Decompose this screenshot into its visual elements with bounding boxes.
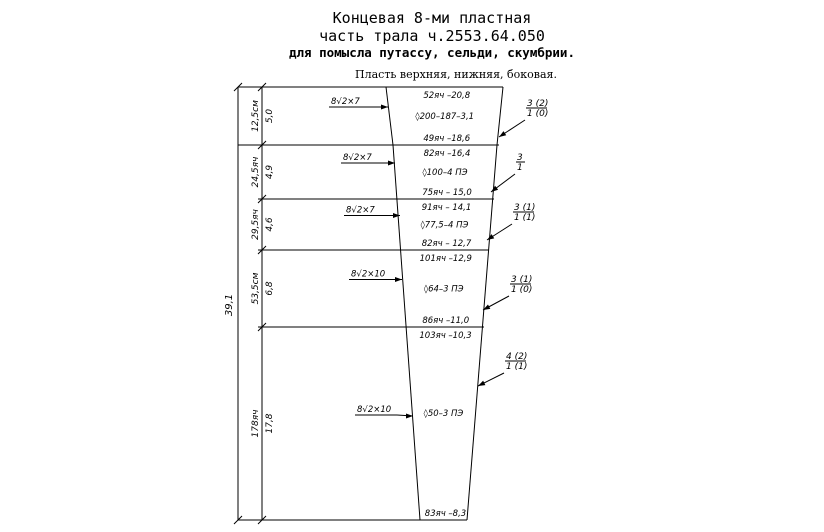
seam-arrow (381, 104, 388, 110)
section-meters-label: 4,9 (265, 165, 275, 180)
cut-fraction-numerator: 3 (1) (511, 275, 532, 285)
cut-fraction-numerator: 4 (2) (506, 352, 527, 362)
cut-fraction-numerator: 3 (1) (514, 203, 535, 213)
dim-tick (233, 82, 243, 92)
section-bottom-edge-label: 75яч – 15,0 (422, 188, 472, 198)
dim-tick (257, 515, 267, 525)
section-seam-label: 8√2×10 (351, 270, 385, 280)
section-bottom-edge-label: 86яч –11,0 (422, 316, 469, 326)
section-bottom-edge-label: 83яч –8,3 (425, 509, 466, 519)
seam-arrow (393, 213, 400, 218)
section-seam-label: 8√2×7 (346, 206, 375, 216)
cut-arrow (487, 234, 495, 240)
section-meters-label: 17,8 (265, 413, 275, 433)
panel-right-edge (466, 144, 498, 521)
seam-arrow (388, 160, 395, 166)
section-length-label: 178яч (251, 410, 261, 438)
seam-arrow (406, 413, 413, 419)
cut-fraction-numerator: 3 (517, 153, 523, 163)
section-top-edge-label: 101яч –12,9 (420, 254, 472, 264)
section-length-label: 53,5см (251, 272, 261, 304)
panel-left-edge (392, 144, 421, 521)
cut-fraction-denominator: 1 (0) (511, 285, 532, 295)
section-seam-label: 8√2×7 (343, 153, 372, 163)
section-seam-label: 8√2×10 (357, 405, 391, 415)
section-net-spec: ◊200–187–3,1 (415, 112, 474, 122)
section-top-edge-label: 82яч –16,4 (424, 149, 471, 159)
cut-arrow (491, 185, 499, 192)
drawing-title-line3: для помысла путассу, сельди, скумбрии. (289, 45, 575, 60)
dim-tick (257, 245, 267, 255)
drawing-title-line1: Концевая 8-ми пластная (332, 9, 532, 27)
dim-tick (257, 82, 267, 92)
section-net-spec: ◊77,5–4 ПЭ (421, 221, 469, 231)
dim-tick (257, 194, 267, 204)
section-top-edge-label: 52яч –20,8 (423, 91, 470, 101)
section-length-label: 24,5яч (251, 157, 261, 188)
section-meters-label: 4,6 (265, 217, 275, 232)
section-meters-label: 5,0 (265, 109, 275, 124)
section-net-spec: ◊50–3 ПЭ (424, 409, 464, 419)
cut-fraction-denominator: 1 (1) (506, 362, 527, 372)
section-net-spec: ◊64–3 ПЭ (424, 285, 464, 295)
section-length-label: 29,5яч (251, 209, 261, 240)
cut-fraction-denominator: 1 (0) (527, 109, 548, 119)
cut-arrow (499, 131, 507, 137)
section-top-edge-label: 91яч – 14,1 (422, 203, 472, 213)
cut-fraction-numerator: 3 (2) (527, 99, 548, 109)
seam-arrow (395, 277, 402, 282)
cut-fraction-denominator: 1 (517, 163, 523, 173)
drawing-title-line2: часть трала ч.2553.64.050 (319, 27, 545, 45)
dim-tick (257, 140, 267, 150)
section-bottom-edge-label: 49яч –18,6 (423, 134, 470, 144)
cut-arrow (478, 380, 486, 386)
section-meters-label: 6,8 (265, 281, 275, 296)
section-seam-label: 8√2×7 (331, 97, 360, 107)
drawing-subtitle: Пласть верхняя, нижняя, боковая. (355, 68, 557, 81)
panel-right-edge (496, 86, 504, 146)
total-length-label: 39,1 (224, 294, 235, 316)
section-net-spec: ◊100–4 ПЭ (422, 168, 467, 178)
dim-tick (257, 322, 267, 332)
dim-tick (233, 515, 243, 525)
section-length-label: 12,5см (251, 100, 261, 132)
section-bottom-edge-label: 82яч – 12,7 (422, 239, 472, 249)
cut-fraction-denominator: 1 (1) (514, 213, 535, 223)
panel-left-edge (385, 86, 394, 146)
cut-arrow (483, 304, 491, 310)
section-top-edge-label: 103яч –10,3 (419, 331, 471, 341)
